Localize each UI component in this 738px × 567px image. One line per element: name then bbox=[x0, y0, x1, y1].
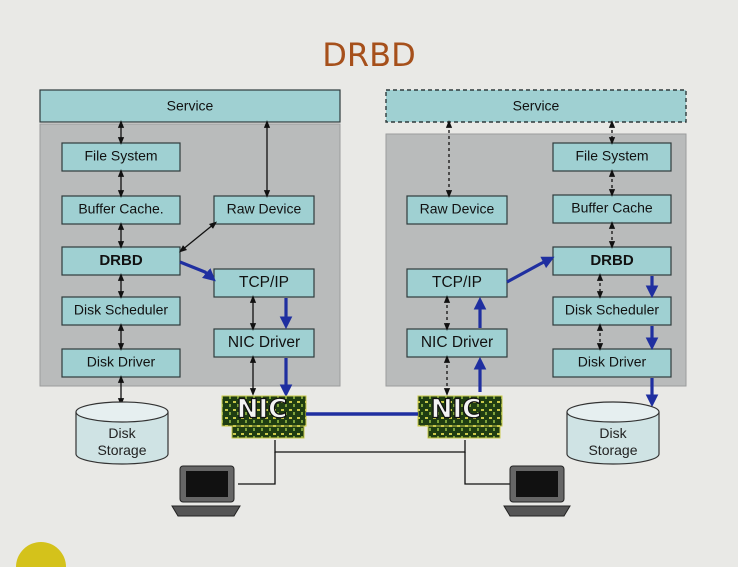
right-replication-arrows bbox=[473, 256, 659, 408]
right-disk-storage-icon: Disk Storage bbox=[566, 401, 660, 465]
left-drbd-label: DRBD bbox=[99, 252, 142, 269]
right-tcpip-box bbox=[406, 268, 508, 298]
right-disk-driver-label: Disk Driver bbox=[578, 354, 647, 370]
left-disk-scheduler-box bbox=[61, 296, 181, 326]
left-disk-storage-icon: Disk Storage bbox=[75, 401, 169, 465]
corner-dot bbox=[16, 542, 66, 567]
right-service-label: Service bbox=[513, 98, 560, 114]
left-service-label: Service bbox=[167, 98, 214, 114]
right-disk-scheduler-box bbox=[552, 296, 672, 326]
right-stack-arrows bbox=[443, 120, 616, 396]
right-drbd-label: DRBD bbox=[590, 252, 633, 269]
left-tcpip-label: TCP/IP bbox=[239, 274, 289, 291]
left-stack-arrows bbox=[117, 120, 271, 406]
right-nic-driver-box bbox=[406, 328, 508, 358]
left-disk-driver-label: Disk Driver bbox=[87, 354, 156, 370]
right-nic-label: NIC bbox=[431, 395, 482, 425]
left-file-system-box bbox=[61, 142, 181, 172]
computer-icon bbox=[171, 465, 241, 517]
right-raw-device-box bbox=[406, 195, 508, 225]
right-buffer-cache-label: Buffer Cache bbox=[571, 200, 653, 216]
right-nic-card-icon: NIC bbox=[417, 394, 503, 439]
left-replication-arrows bbox=[179, 260, 293, 398]
right-disk-scheduler-label: Disk Scheduler bbox=[565, 302, 659, 318]
diagram-title: DRBD bbox=[322, 36, 416, 74]
left-disk-label-2: Storage bbox=[97, 442, 146, 458]
left-nic-driver-label: NIC Driver bbox=[228, 334, 300, 351]
right-file-system-label: File System bbox=[575, 148, 648, 164]
right-nic-driver-label: NIC Driver bbox=[421, 334, 493, 351]
right-disk-label-1: Disk bbox=[599, 425, 627, 441]
left-nic-label: NIC bbox=[237, 395, 288, 425]
right-raw-device-label: Raw Device bbox=[420, 201, 495, 217]
left-nic-card-icon: NIC bbox=[221, 394, 307, 439]
network-cabling bbox=[238, 440, 512, 485]
left-disk-scheduler-label: Disk Scheduler bbox=[74, 302, 168, 318]
right-disk-driver-box bbox=[552, 348, 672, 378]
left-nic-driver-box bbox=[213, 328, 315, 358]
left-buffer-cache-label: Buffer Cache. bbox=[78, 201, 163, 217]
left-disk-label-1: Disk bbox=[108, 425, 136, 441]
left-service-box bbox=[39, 89, 341, 123]
left-tcpip-box bbox=[213, 268, 315, 298]
right-tcpip-label: TCP/IP bbox=[432, 274, 482, 291]
right-disk-label-2: Storage bbox=[588, 442, 637, 458]
right-service-box bbox=[385, 89, 687, 123]
left-file-system-label: File System bbox=[84, 148, 157, 164]
computer-icon bbox=[503, 465, 571, 517]
left-raw-device-label: Raw Device bbox=[227, 201, 302, 217]
